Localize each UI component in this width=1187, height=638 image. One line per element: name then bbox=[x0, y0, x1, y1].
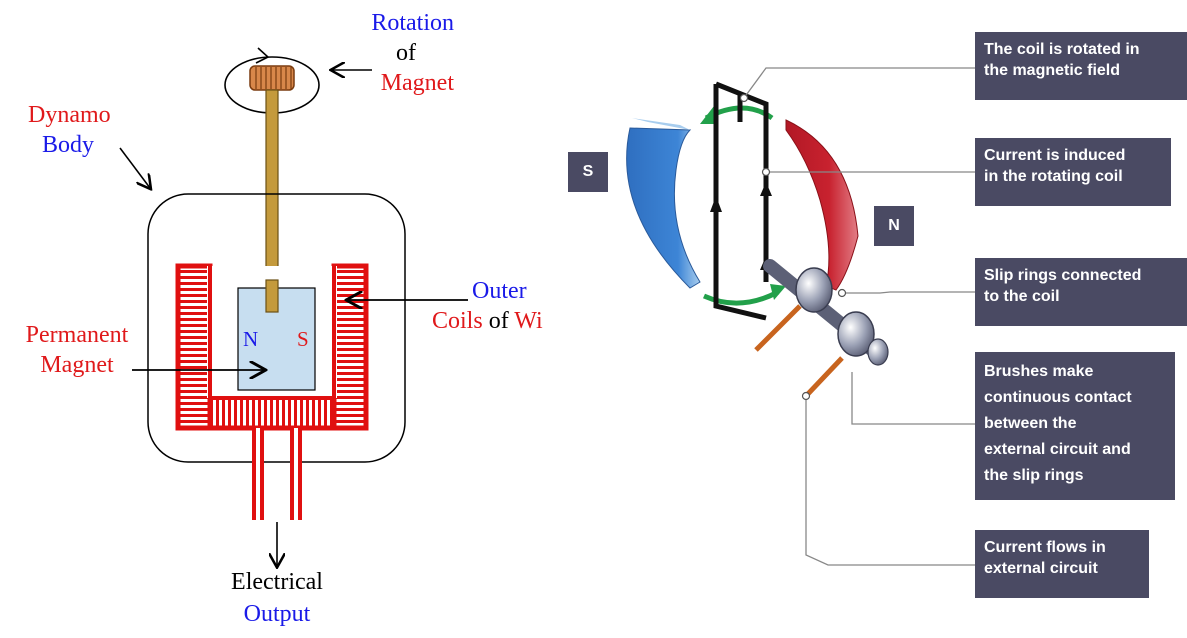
callout-line: external circuit bbox=[984, 560, 1098, 577]
rotation-word: Rotation bbox=[371, 10, 454, 36]
of-word: of bbox=[396, 40, 416, 66]
callout-slip-rings: Slip rings connected to the coil bbox=[975, 258, 1187, 326]
magnet-label: Permanent Magnet bbox=[6, 320, 148, 380]
outer-coils-label: Outer Coils of Wi bbox=[432, 276, 566, 336]
permanent-word: Permanent bbox=[25, 322, 129, 348]
body-pointer bbox=[119, 147, 150, 188]
brush-1 bbox=[754, 304, 802, 352]
body-label: Dynamo Body bbox=[28, 100, 111, 160]
slip-ring-2 bbox=[837, 311, 875, 357]
dynamo-body bbox=[147, 193, 406, 463]
rotating-coil bbox=[713, 81, 769, 321]
output-label: Electrical Output bbox=[206, 566, 348, 630]
rod-end bbox=[265, 279, 279, 313]
s-magnet bbox=[626, 127, 701, 289]
callout-line: continuous contact bbox=[984, 389, 1132, 406]
n-magnet bbox=[785, 119, 859, 291]
body-word: Body bbox=[42, 132, 95, 158]
output-word: Output bbox=[243, 601, 311, 627]
callout-line: Current flows in bbox=[984, 539, 1106, 556]
callout-line: to the coil bbox=[984, 288, 1060, 305]
callout-line: the magnetic field bbox=[984, 62, 1121, 79]
callout-brushes: Brushes make continuous contact between … bbox=[975, 352, 1175, 500]
slip-ring-1 bbox=[795, 267, 833, 313]
green-arrow-bottom bbox=[702, 289, 780, 306]
callout-line: Brushes make bbox=[984, 363, 1094, 380]
callout-coil-rotated: The coil is rotated in the magnetic fiel… bbox=[975, 32, 1187, 100]
pole-n-left: N bbox=[243, 327, 259, 351]
rotation-label: Rotation of Magnet bbox=[344, 8, 454, 98]
brush-2 bbox=[804, 356, 844, 398]
callout-line: in the rotating coil bbox=[984, 168, 1123, 185]
callout-line: Slip rings connected bbox=[984, 267, 1142, 284]
of-wi-word: of bbox=[488, 308, 509, 334]
dynamo-word: Dynamo bbox=[28, 102, 111, 128]
magnet-word: Magnet bbox=[380, 70, 454, 96]
pole-s-left: S bbox=[297, 327, 309, 351]
coils-word: Coils bbox=[432, 308, 483, 334]
outer-word: Outer bbox=[472, 278, 527, 304]
callout-line: between the bbox=[984, 415, 1077, 432]
pole-s-box: S bbox=[568, 152, 608, 192]
pole-n-box: N bbox=[874, 206, 914, 246]
callout-current-induced: Current is induced in the rotating coil bbox=[975, 138, 1171, 206]
callout-current-flows: Current flows in external circuit bbox=[975, 530, 1149, 598]
electrical-word: Electrical bbox=[231, 569, 323, 595]
leader-lines bbox=[743, 67, 975, 566]
callout-line: Current is induced bbox=[984, 147, 1126, 164]
callout-line: the slip rings bbox=[984, 467, 1084, 484]
magnet-label-word: Magnet bbox=[40, 352, 114, 378]
callout-line: The coil is rotated in bbox=[984, 41, 1140, 58]
coils-of-wire-line: Coils of Wi bbox=[432, 306, 566, 336]
callout-line: external circuit and bbox=[984, 441, 1131, 458]
magnet-knob bbox=[249, 65, 295, 91]
wi-word: Wi bbox=[514, 308, 543, 334]
